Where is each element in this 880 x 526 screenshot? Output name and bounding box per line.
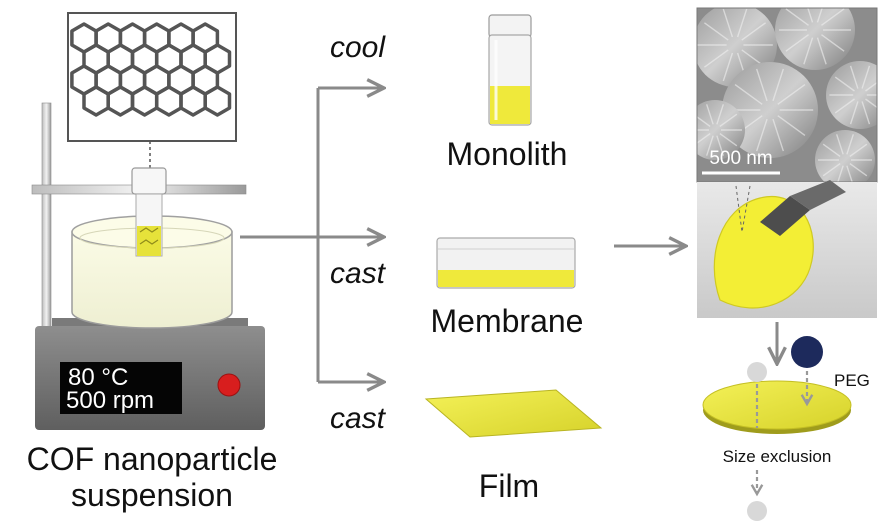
peg-label: PEG [834, 371, 870, 390]
small-molecule-top [747, 362, 767, 382]
product-label-monolith: Monolith [447, 136, 568, 172]
size-exclusion-label: Size exclusion [723, 447, 832, 466]
display-line-1: 80 °C [68, 364, 128, 391]
temperature-display [60, 362, 182, 414]
process-label-cool: cool [330, 31, 386, 64]
power-indicator-light [217, 373, 241, 397]
suspension-caption-line-2: suspension [71, 477, 233, 513]
membrane-dish [436, 237, 576, 289]
branch-arrows [240, 88, 777, 382]
small-molecule-bottom [747, 501, 767, 521]
product-label-film: Film [479, 468, 539, 504]
sem-micrograph [696, 7, 878, 183]
stand-pole [41, 102, 52, 344]
scale-bar-label: 500 nm [709, 148, 772, 169]
product-label-membrane: Membrane [431, 303, 584, 339]
peg-molecule [791, 336, 823, 368]
cof-structure-inset [67, 12, 237, 142]
display-line-2: 500 rpm [66, 387, 154, 414]
film-sheet [424, 389, 603, 438]
reaction-vial [131, 167, 167, 257]
process-label-cast-membrane: cast [330, 257, 387, 290]
monolith-vial [488, 14, 532, 126]
suspension-caption-line-1: COF nanoparticle [27, 441, 278, 477]
membrane-photo [697, 180, 877, 318]
size-exclusion-scheme [702, 336, 852, 521]
process-label-cast-film: cast [330, 402, 387, 435]
water-bath [71, 215, 233, 329]
